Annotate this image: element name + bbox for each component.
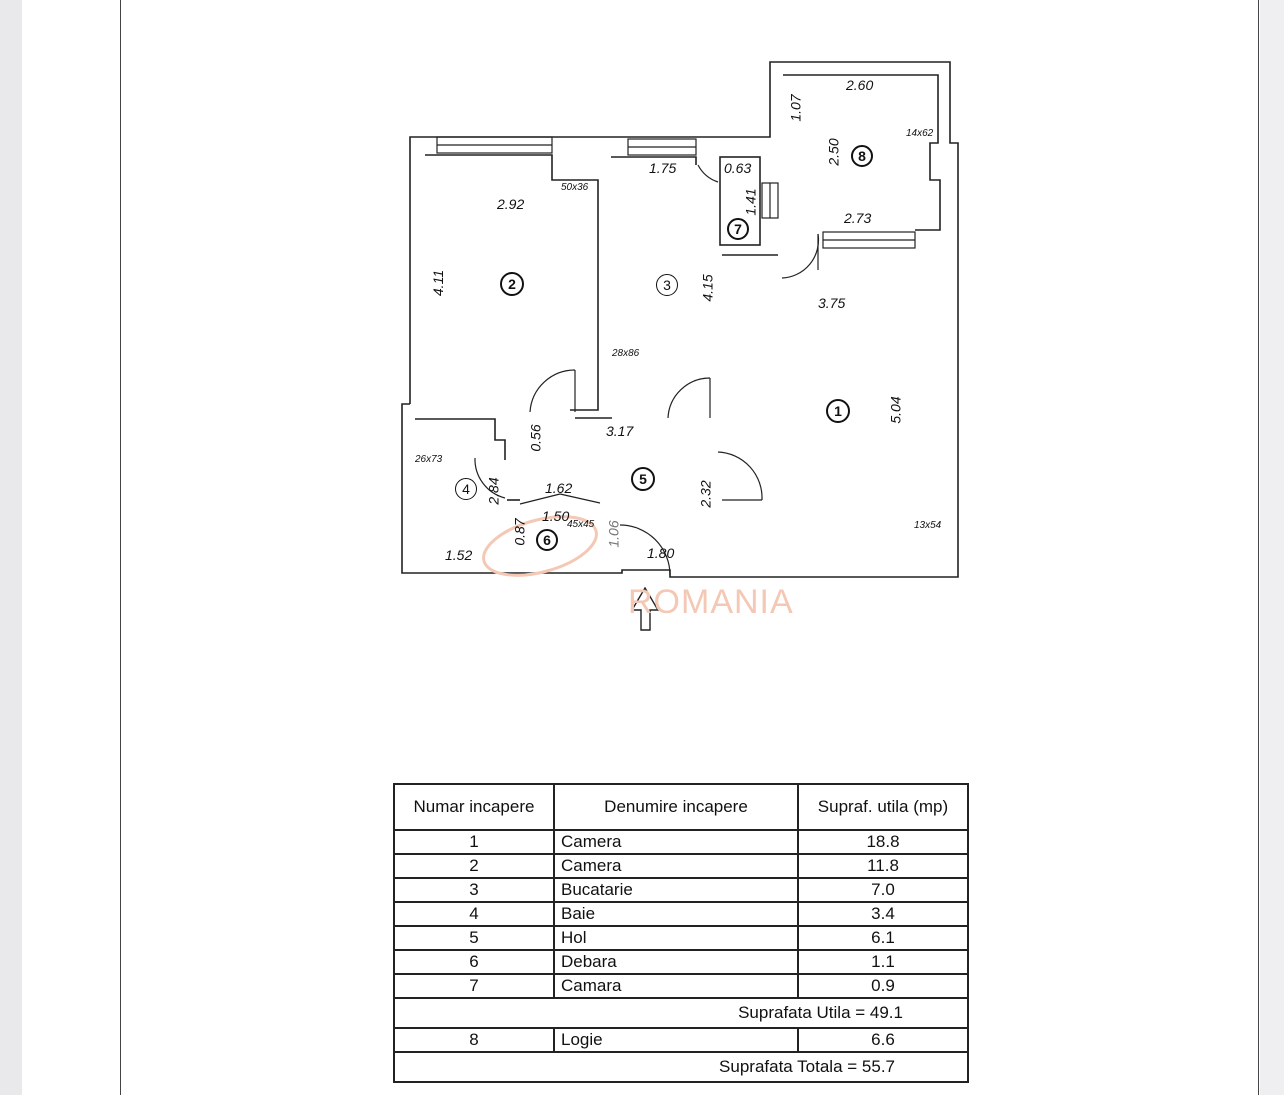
room-number-4: 4 (455, 478, 477, 500)
room-7-outline (719, 156, 761, 246)
cell-num: 1 (393, 829, 555, 855)
page-edge-right (1260, 0, 1284, 1095)
dim-label: 3.75 (818, 295, 846, 311)
dim-label: 1.50 (542, 508, 570, 524)
util-total: Suprafata Utila = 49.1 (393, 997, 969, 1029)
dim-label: 2.50 (825, 138, 842, 166)
dim-label: 3.17 (606, 423, 634, 439)
dim-label: 2.32 (697, 480, 714, 508)
dim-label: 28x86 (612, 348, 640, 359)
border-line-right (1258, 0, 1259, 1095)
cell-name: Hol (553, 925, 799, 951)
dim-label: 0.56 (527, 424, 544, 452)
room-3-outline (611, 156, 697, 165)
table-header: Numar incapere Denumire incapere Supraf.… (393, 783, 969, 831)
grand-total: Suprafata Totala = 55.7 (393, 1051, 969, 1083)
room-number-5: 5 (631, 467, 655, 491)
cell-num: 7 (393, 973, 555, 999)
dim-label: 1.41 (742, 188, 759, 216)
watermark-text: ROMANIA (628, 583, 794, 621)
border-line-left (120, 0, 121, 1095)
cell-area: 6.6 (797, 1027, 969, 1053)
cell-area: 6.1 (797, 925, 969, 951)
header-room-name: Denumire incapere (553, 783, 799, 831)
cell-name: Bucatarie (553, 877, 799, 903)
cell-num: 5 (393, 925, 555, 951)
cell-name: Camera (553, 853, 799, 879)
room-2-outline (425, 154, 599, 411)
header-room-number: Numar incapere (393, 783, 555, 831)
room-area-table: Numar incapere Denumire incapere Supraf.… (393, 783, 969, 1083)
room-4-outline (415, 418, 506, 460)
cell-name: Camara (553, 973, 799, 999)
dim-label: 26x73 (415, 454, 443, 465)
dim-label: 13x54 (914, 520, 942, 531)
page-edge-left (0, 0, 22, 1095)
room-number-3: 3 (656, 274, 678, 296)
dim-label: 1.06 (605, 520, 622, 548)
windows (436, 136, 916, 249)
dim-label: 4.11 (430, 269, 447, 297)
dim-label: 2.73 (844, 210, 872, 226)
grand-total-row: Suprafata Totala = 55.7 (393, 1051, 969, 1083)
cell-name: Logie (553, 1027, 799, 1053)
cell-area: 7.0 (797, 877, 969, 903)
cell-num: 2 (393, 853, 555, 879)
entrance-arrow-icon (630, 586, 660, 631)
room-number-6: 6 (536, 529, 558, 551)
util-total-row: Suprafata Utila = 49.1 (393, 997, 969, 1029)
outer-wall (401, 61, 959, 578)
room-8-outline (783, 74, 941, 231)
dim-label: 1.07 (787, 94, 804, 122)
watermark-logo (482, 515, 598, 577)
dim-label: 0.87 (511, 518, 528, 546)
cell-area: 1.1 (797, 949, 969, 975)
cell-num: 6 (393, 949, 555, 975)
dim-label: 2.60 (846, 77, 874, 93)
cell-name: Baie (553, 901, 799, 927)
cell-num: 3 (393, 877, 555, 903)
dim-label: 5.04 (887, 396, 904, 424)
dim-label: 2.92 (497, 196, 525, 212)
dim-label: 2.84 (485, 477, 502, 505)
dim-label: 1.62 (545, 480, 573, 496)
cell-area: 11.8 (797, 853, 969, 879)
cell-num: 4 (393, 901, 555, 927)
dim-label: 0.63 (724, 160, 752, 176)
cell-name: Camera (553, 829, 799, 855)
dim-label: 45x45 (567, 519, 595, 530)
dim-label: 50x36 (561, 182, 589, 193)
dim-label: 14x62 (906, 128, 934, 139)
cell-area: 18.8 (797, 829, 969, 855)
dim-label: 4.15 (699, 274, 716, 302)
dim-label: 1.75 (649, 160, 677, 176)
room-number-1: 1 (826, 399, 850, 423)
room-number-7: 7 (727, 218, 749, 240)
dim-label: 1.52 (445, 547, 473, 563)
cell-name: Debara (553, 949, 799, 975)
room-number-8: 8 (851, 145, 873, 167)
cell-area: 3.4 (797, 901, 969, 927)
cell-num: 8 (393, 1027, 555, 1053)
door-swings (474, 164, 820, 576)
dim-label: 1.80 (647, 545, 675, 561)
header-area: Supraf. utila (mp) (797, 783, 969, 831)
room-number-2: 2 (500, 272, 524, 296)
cell-area: 0.9 (797, 973, 969, 999)
